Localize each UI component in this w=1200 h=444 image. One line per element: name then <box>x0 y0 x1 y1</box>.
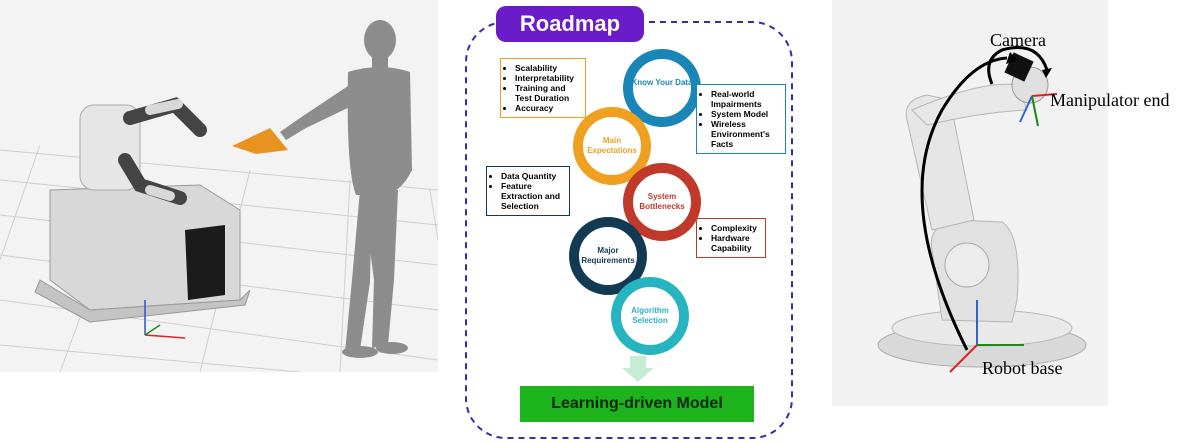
step-label-algorithm: Algorithm Selection <box>631 306 669 325</box>
simulation-illustration <box>0 0 438 372</box>
callout-bottlenecks: Complexity Hardware Capability <box>696 218 766 258</box>
manipulator-illustration <box>832 0 1108 406</box>
callout-data: Real-world Impairments System Model Wire… <box>696 84 786 154</box>
roadmap-title: Roadmap <box>496 6 644 42</box>
callout-item: Training and Test Duration <box>515 83 579 103</box>
callout-expectations: Scalability Interpretability Training an… <box>500 58 586 118</box>
step-label-expectations: Main Expectations <box>587 136 637 155</box>
callout-item: System Model <box>711 109 779 119</box>
callout-item: Real-world Impairments <box>711 89 779 109</box>
callout-item: Complexity <box>711 223 759 233</box>
manipulator-label: Manipulator end <box>1050 90 1170 110</box>
callout-item: Interpretability <box>515 73 579 83</box>
callout-item: Hardware Capability <box>711 233 759 253</box>
step-label-requirements: Major Requirements <box>581 246 635 265</box>
step-label-know-data: Know Your Data <box>631 78 693 87</box>
ring-requirements <box>569 217 647 295</box>
callout-item: Accuracy <box>515 103 579 113</box>
simulation-scene <box>0 0 438 372</box>
callout-item: Data Quantity <box>501 171 563 181</box>
ring-expectations <box>573 107 651 185</box>
ring-algorithm <box>611 277 689 355</box>
callout-requirements: Data Quantity Feature Extraction and Sel… <box>486 166 570 216</box>
roadmap-panel: Roadmap Know Your Data Main Expectations… <box>440 0 820 444</box>
step-label-bottlenecks: System Bottlenecks <box>639 192 685 211</box>
robot-base-label: Robot base <box>982 358 1063 378</box>
manipulator-scene: Camera Manipulator end Robot base <box>832 0 1170 406</box>
callout-item: Wireless Environment's Facts <box>711 119 779 149</box>
ring-bottlenecks <box>623 163 701 241</box>
callout-item: Feature Extraction and Selection <box>501 181 563 211</box>
roadmap-graphics <box>465 21 793 439</box>
callout-item: Scalability <box>515 63 579 73</box>
camera-label: Camera <box>990 30 1046 50</box>
down-arrow <box>622 356 654 382</box>
learning-model-box: Learning-driven Model <box>520 386 754 422</box>
ring-know-data <box>623 49 701 127</box>
